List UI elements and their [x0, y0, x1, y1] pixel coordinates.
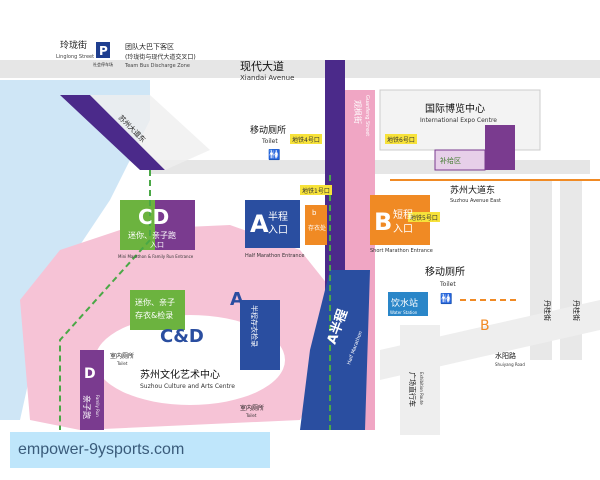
square-route-road	[400, 325, 440, 435]
parking-sub: 社会停车场	[93, 61, 113, 67]
xiandai-avenue-road	[0, 60, 600, 78]
metro4-badge	[290, 134, 322, 144]
cd-zone-cn2: 存衣&检录	[135, 310, 173, 320]
indoor-toilet2-en: Toilet	[245, 413, 257, 418]
supply-zone-box	[434, 149, 486, 171]
metro1-label: 地铁1号口	[302, 187, 330, 195]
a-zone-text: 半程存衣检录	[250, 305, 259, 347]
cd-zone-cn1: 迷你、亲子	[135, 297, 175, 307]
water-station-en: Water Station	[390, 310, 418, 315]
d-letter: D	[84, 366, 96, 382]
culture-en: Suzhou Culture and Arts Centre	[140, 383, 235, 390]
culture-centre-building	[95, 315, 285, 405]
purple-diagonal-road	[60, 95, 165, 170]
a-en: Half Marathon Entrance	[245, 253, 304, 259]
metro6-badge	[385, 134, 417, 144]
dangui-cn: 丹桂街	[543, 300, 552, 321]
toilet-top-en: Toilet	[261, 138, 278, 145]
square-cn: 广场直行车	[408, 372, 417, 407]
expo-en: International Expo Centre	[420, 117, 497, 124]
parking-icon-box	[96, 42, 110, 58]
parking-icon: P	[99, 44, 108, 58]
metro6-label: 地铁6号口	[387, 136, 415, 144]
toilet-icon: 🚻	[268, 148, 280, 161]
a-cn2: 入口	[268, 225, 288, 236]
guanfeng-cn: 观枫街	[353, 100, 363, 124]
indoor-toilet2-cn: 室内厕所	[240, 404, 264, 412]
suzhou-avenue-east-right-cn: 苏州大道东	[450, 184, 495, 196]
metro5-badge	[408, 212, 440, 222]
metro4-label: 地铁4号口	[292, 136, 320, 144]
water-station-cn: 饮水站	[391, 297, 418, 309]
b-letter: B	[374, 208, 392, 236]
supply-zone-label: 补给区	[440, 156, 461, 165]
cd-cn2: 入口	[150, 241, 164, 249]
half-marathon-road	[300, 270, 370, 430]
indoor-toilet-en: Toilet	[116, 361, 128, 366]
metro1-badge	[300, 185, 332, 195]
dangui-cn-2: 丹桂街	[572, 300, 581, 321]
expo-cn: 国际博览中心	[425, 102, 485, 115]
cd-cn1: 迷你、亲子跑	[128, 230, 176, 240]
xiandai-avenue-cn: 现代大道	[240, 59, 284, 73]
a-letter: A	[250, 210, 269, 238]
route-green	[59, 170, 151, 430]
d-cn: 亲子跑	[82, 395, 92, 419]
square-en: Exhibition Route	[419, 372, 424, 405]
metro5-label: 地铁5号口	[410, 214, 438, 222]
toilet-right-icon: 🚻	[440, 292, 452, 305]
toilet-right-cn: 移动厕所	[425, 265, 465, 278]
a-road-letter: A	[230, 289, 244, 310]
d-en: Family Run	[95, 395, 100, 417]
linglong-street-label: 玲珑街	[60, 39, 87, 51]
cloakroom-box	[305, 205, 327, 245]
a-entrance-box	[245, 200, 300, 248]
toilet-right-en: Toilet	[439, 281, 456, 288]
cd-letters: CD	[138, 205, 169, 229]
b-cn2: 入口	[393, 224, 413, 235]
b-en: Short Marathon Entrance	[370, 248, 433, 254]
toilet-top-cn: 移动厕所	[250, 124, 286, 136]
expo-violet-block	[485, 125, 515, 170]
b-cn1: 短程	[393, 208, 413, 221]
shuiyang-cn: 水阳路	[495, 351, 516, 360]
cd-entrance-violet	[155, 200, 195, 250]
team-bus-cn: 团队大巴下客区	[125, 42, 174, 51]
cd-zone-block	[130, 290, 185, 330]
team-bus-en: Team Bus Discharge Zone	[124, 63, 190, 69]
linglong-street-en: Linglong Street	[56, 54, 94, 60]
a-cn1: 半程	[268, 210, 288, 223]
guanfeng-en: Guanfeng Street	[364, 95, 370, 136]
family-run-block	[80, 350, 104, 430]
indoor-toilet-cn: 室内厕所	[110, 352, 134, 360]
suzhou-avenue-east-right-en: Suzhou Avenue East	[450, 198, 501, 204]
watermark: empower-9ysports.com	[10, 432, 270, 468]
team-bus-cn2: (玲珑街与现代大道交叉口)	[125, 53, 196, 61]
b-orange-letter: B	[480, 318, 490, 334]
water-station-box	[388, 292, 428, 316]
a-zone-block	[240, 300, 280, 370]
b-small-letter: b	[312, 209, 317, 217]
culture-cn: 苏州文化艺术中心	[140, 368, 220, 381]
xiandai-avenue-en: Xiandai Avenue	[240, 74, 294, 82]
suzhou-avenue-left-road	[90, 95, 210, 170]
cd-mark: C&D	[160, 326, 204, 347]
cd-en: Mini Marathon & Family Run Entrance	[118, 254, 194, 259]
shuiyang-en: Shuiyang Road	[495, 362, 525, 367]
cloakroom-label: 存衣处	[308, 224, 326, 232]
